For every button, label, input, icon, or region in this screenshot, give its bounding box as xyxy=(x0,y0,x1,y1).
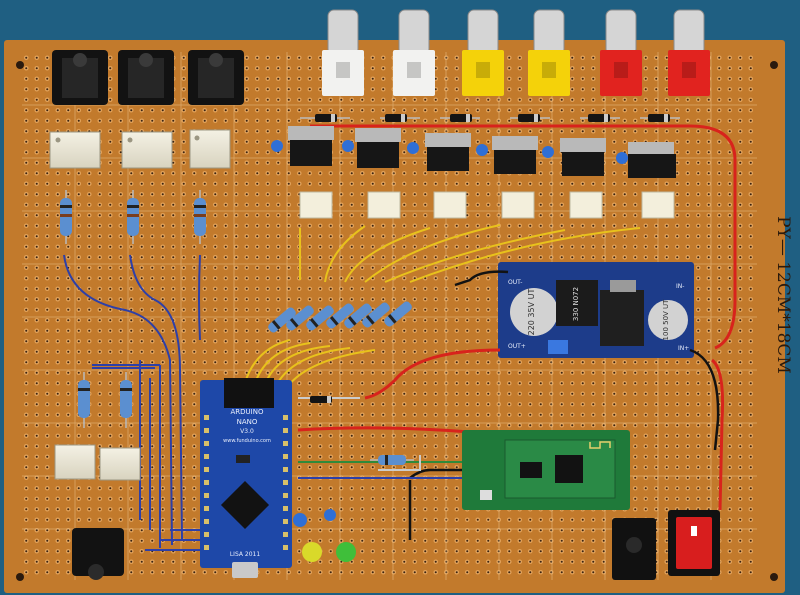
optocoupler-2 xyxy=(121,131,173,169)
diode-1 xyxy=(300,114,350,122)
transistor-6 xyxy=(628,142,676,178)
audio-jack-bottom xyxy=(72,528,124,580)
diode-3 xyxy=(440,114,480,122)
audio-jacks-top xyxy=(52,50,244,105)
in-minus-label: IN- xyxy=(676,283,684,290)
switch-mark xyxy=(691,526,697,536)
nano-pin-row-right xyxy=(283,415,288,550)
ceramic-capacitors-top xyxy=(271,140,628,164)
indicator-modules xyxy=(299,191,675,219)
rca-jack-3 xyxy=(462,9,504,96)
bluetooth-chip xyxy=(555,455,583,483)
resistor-v-3 xyxy=(194,190,206,244)
diode-2 xyxy=(380,114,420,122)
nano-model-text: NANO xyxy=(237,418,258,426)
arduino-nano-board: ARDUINO NANO V3.0 www.funduino.com LISA … xyxy=(200,378,292,578)
icsp-header xyxy=(224,378,274,408)
dc-dc-regulator-module: 220 35V UT 330 N072 100 50V UT OUT- OUT+… xyxy=(498,262,694,358)
reset-button xyxy=(236,455,250,463)
bt-button xyxy=(480,490,492,500)
optocouplers-bottom xyxy=(54,444,141,481)
optocoupler-1 xyxy=(49,131,101,169)
cap2-label: 100 50V UT xyxy=(662,299,670,341)
inductor-label: 330 N072 xyxy=(572,287,580,321)
audio-jack-3 xyxy=(188,50,244,105)
blue-wires-left xyxy=(63,254,212,551)
yellow-led xyxy=(302,542,322,562)
atmega-chip xyxy=(220,480,270,530)
out-plus-label: OUT+ xyxy=(508,343,526,350)
in-plus-label: IN+ xyxy=(678,345,689,352)
capacitor-220uf xyxy=(510,288,558,336)
pcb-antenna xyxy=(589,441,611,449)
rca-jack-6 xyxy=(668,9,710,96)
nano-version-text: V3.0 xyxy=(240,428,254,435)
red-wires-middle xyxy=(297,348,725,511)
regulator-chip xyxy=(600,290,644,346)
rca-jack-4 xyxy=(528,9,570,96)
inductor xyxy=(556,280,598,326)
mini-usb-connector xyxy=(232,562,258,578)
resistor-v-2 xyxy=(127,190,139,244)
rca-jack-1 xyxy=(322,9,364,96)
transistor-3 xyxy=(425,133,471,171)
rca-jack-2 xyxy=(393,9,435,96)
transistor-1 xyxy=(288,126,334,166)
resistor-v-5 xyxy=(120,372,132,428)
resistor-bottom-horizontal xyxy=(370,455,414,465)
red-power-wire-top xyxy=(310,124,737,350)
ceramic-capacitors-bottom xyxy=(293,509,336,527)
audio-jack-1 xyxy=(52,50,108,105)
diodes-top-row xyxy=(300,114,680,122)
diode-middle xyxy=(310,396,332,403)
nano-footer-text: LISA 2011 xyxy=(230,551,260,558)
resistors-middle-array xyxy=(268,301,412,333)
dc-barrel-jack xyxy=(612,518,656,580)
nano-site-text: www.funduino.com xyxy=(223,438,271,444)
transistors-row xyxy=(288,126,676,178)
resistors-left-vertical xyxy=(60,190,206,428)
board-size-label: PY— 12CM*18CM xyxy=(773,216,793,374)
optocoupler-3 xyxy=(189,129,231,169)
cap1-label: 220 35V UT xyxy=(527,289,536,336)
nano-pin-row-left xyxy=(204,415,209,550)
mounting-holes xyxy=(16,61,778,581)
out-minus-label: OUT- xyxy=(508,279,522,286)
capacitor-100uf xyxy=(648,300,688,340)
bluetooth-module xyxy=(462,430,630,510)
optocouplers-top xyxy=(49,129,231,169)
transistor-5 xyxy=(560,138,606,176)
rca-jack-5 xyxy=(600,9,642,96)
resistor-v-1 xyxy=(60,190,72,244)
audio-jack-2 xyxy=(118,50,174,105)
nano-brand-text: ARDUINO xyxy=(231,408,264,416)
trim-potentiometer xyxy=(548,340,568,354)
resistor-v-4 xyxy=(78,372,90,428)
black-wires xyxy=(408,270,720,540)
transistor-4 xyxy=(492,136,538,174)
diode-6 xyxy=(640,114,680,122)
rocker-button xyxy=(676,517,712,569)
diode-4 xyxy=(510,114,550,122)
green-led xyxy=(336,542,356,562)
leds xyxy=(302,542,356,562)
arduino-nano-pcb xyxy=(200,380,292,568)
transistor-2 xyxy=(355,128,401,168)
rca-jacks xyxy=(322,9,710,96)
power-rocker-switch xyxy=(668,510,720,576)
diode-5 xyxy=(580,114,620,122)
